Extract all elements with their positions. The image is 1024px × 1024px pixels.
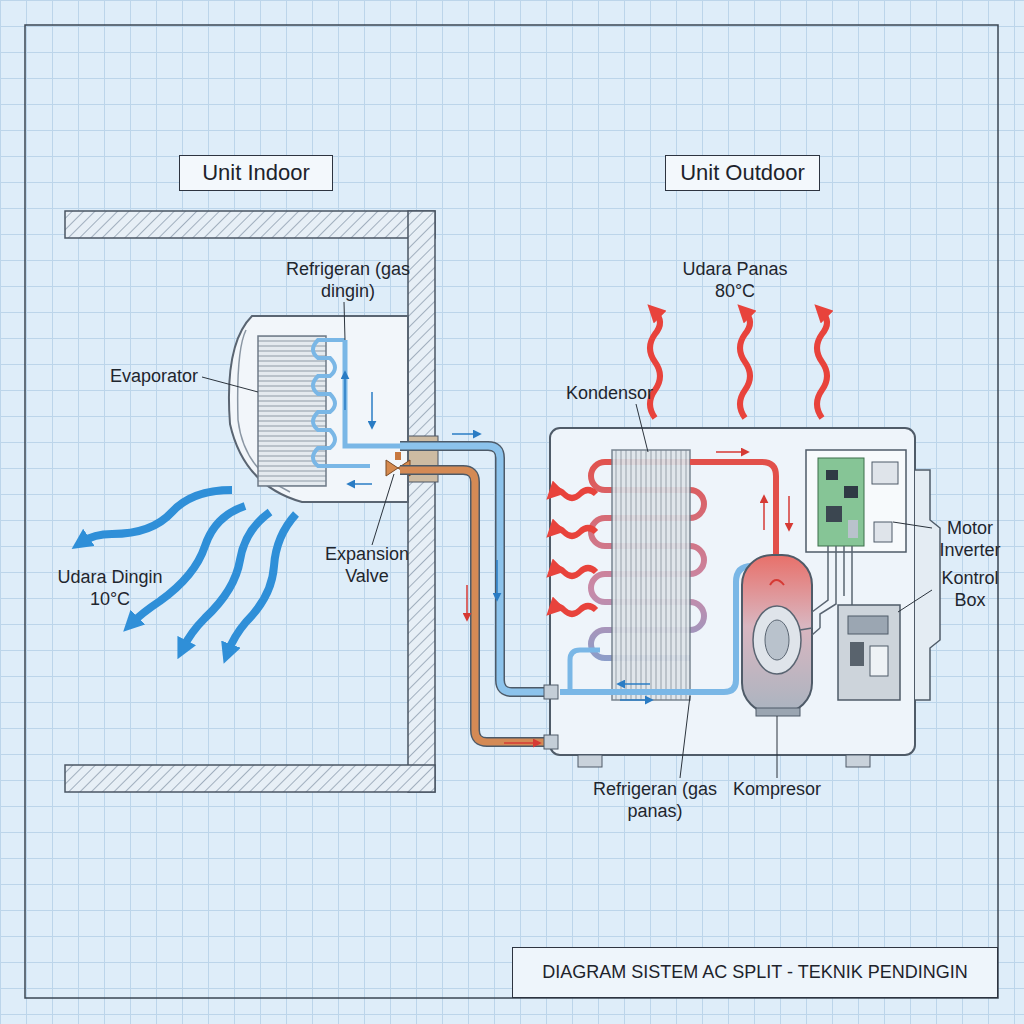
compressor-base bbox=[756, 708, 800, 716]
page-frame bbox=[25, 25, 998, 998]
heading-text: Unit Outdoor bbox=[680, 160, 805, 186]
unit-foot bbox=[578, 755, 602, 767]
inverter-housing bbox=[806, 450, 906, 552]
leader-line bbox=[680, 696, 690, 778]
condenser-fins bbox=[612, 450, 690, 700]
flow-arrow bbox=[344, 372, 346, 410]
callout-label: Refrigeran (gas panas) bbox=[590, 778, 720, 822]
compressor-motor bbox=[753, 606, 801, 674]
callout-label: Evaporator bbox=[110, 365, 220, 387]
terminal-block bbox=[848, 616, 888, 634]
wall-side bbox=[408, 211, 435, 792]
heading-text: Unit Indoor bbox=[202, 160, 310, 186]
indoor-unit-body bbox=[229, 316, 408, 502]
heatsink bbox=[872, 462, 898, 484]
expansion-valve-stem bbox=[395, 452, 401, 460]
wall-bottom bbox=[65, 765, 435, 792]
callout-label: Udara Dingin 10°C bbox=[48, 566, 172, 610]
leader-line bbox=[636, 404, 648, 452]
hot-air-arrow bbox=[817, 312, 827, 418]
compressor-shell bbox=[742, 555, 812, 713]
service-valve bbox=[544, 685, 558, 699]
leader-line bbox=[898, 590, 932, 612]
callout-label: Kontrol Box bbox=[928, 567, 1012, 611]
unit-heading-box: Unit Outdoor bbox=[665, 155, 820, 191]
inverter-board bbox=[818, 458, 864, 546]
title-block: DIAGRAM SISTEM AC SPLIT - TEKNIK PENDING… bbox=[512, 947, 998, 998]
callout-label: Udara Panas 80°C bbox=[676, 258, 794, 302]
hot-air-arrow bbox=[554, 568, 596, 576]
relay bbox=[850, 642, 864, 666]
cold-air-arrow bbox=[132, 506, 245, 623]
leader-line bbox=[893, 522, 932, 528]
discharge-tube bbox=[690, 462, 776, 565]
callout-label: Kompresor bbox=[722, 778, 832, 800]
flow-arrow bbox=[348, 483, 372, 485]
compressor-flow bbox=[770, 580, 784, 585]
hot-air-arrow bbox=[554, 528, 596, 536]
suction-tube bbox=[560, 566, 752, 692]
flow-arrow bbox=[763, 496, 765, 530]
capacitor bbox=[848, 520, 858, 538]
callout-label: Kondensor bbox=[566, 382, 676, 404]
chip bbox=[844, 486, 858, 498]
flow-arrow bbox=[716, 451, 748, 453]
cold-air-arrow bbox=[183, 512, 270, 648]
connector bbox=[874, 522, 892, 542]
callout-label: Motor Inverter bbox=[928, 517, 1012, 561]
hot-air-arrow bbox=[554, 606, 596, 614]
unit-heading-box: Unit Indoor bbox=[179, 155, 333, 191]
wiring bbox=[800, 628, 820, 635]
cold-air-arrow bbox=[228, 514, 296, 652]
wall-top bbox=[65, 211, 435, 238]
flow-arrow bbox=[466, 585, 468, 620]
leader-line bbox=[344, 302, 345, 340]
control-box bbox=[838, 605, 900, 700]
callout-label: Refrigeran (gas dingin) bbox=[283, 258, 413, 302]
flow-arrow bbox=[496, 560, 498, 600]
flow-arrow bbox=[788, 496, 790, 530]
compressor-rotor bbox=[765, 620, 789, 660]
flow-arrow bbox=[620, 699, 652, 701]
callout-label: Expansion Valve bbox=[312, 543, 422, 587]
chip bbox=[826, 470, 838, 480]
hot-air-arrow bbox=[554, 490, 596, 498]
chip bbox=[826, 506, 842, 522]
unit-foot bbox=[846, 755, 870, 767]
flow-arrow bbox=[452, 433, 480, 435]
contactor bbox=[870, 646, 888, 676]
outdoor-unit-body bbox=[550, 428, 915, 755]
flow-arrow bbox=[504, 742, 540, 744]
diagram-title: DIAGRAM SISTEM AC SPLIT - TEKNIK PENDING… bbox=[542, 962, 967, 983]
suction-tube-indoor bbox=[345, 340, 402, 446]
outdoor-side-cover bbox=[915, 470, 940, 700]
hot-air-arrow bbox=[740, 312, 750, 418]
flow-arrow bbox=[371, 392, 373, 428]
service-valve bbox=[544, 735, 558, 749]
leader-line bbox=[372, 474, 394, 545]
liquid-tube bbox=[570, 650, 600, 692]
flow-arrow bbox=[618, 683, 650, 685]
leader-line bbox=[777, 716, 778, 778]
leader-line bbox=[202, 377, 258, 392]
